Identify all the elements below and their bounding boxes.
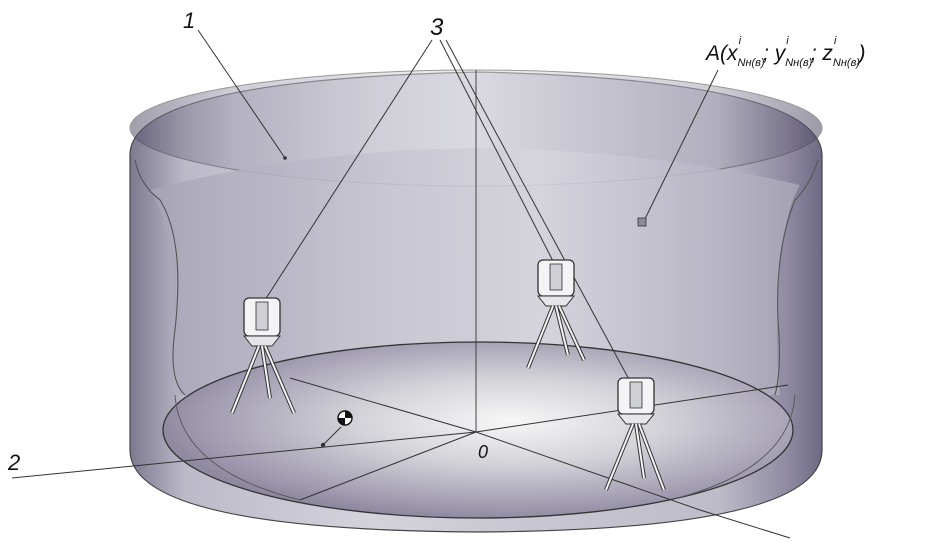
tank-floor [162, 341, 796, 519]
laser-scanner-icon [230, 297, 296, 414]
leader-line-1 [197, 29, 286, 159]
point-a-z-sub: Nн(в) [833, 57, 860, 69]
callout-label-3: 3 [430, 14, 444, 41]
point-a-coordinates: A(xNн(в)i; yNн(в)i; zNн(в)i) [704, 35, 865, 69]
point-a-z-sup: i [834, 35, 837, 47]
point-a-sep1: ; y [763, 42, 787, 65]
callout-label-1: 1 [183, 8, 195, 33]
laser-scanner-icon [526, 259, 586, 369]
point-a-x-sub: Nн(в) [738, 57, 765, 69]
point-a-x-sup: i [739, 35, 742, 47]
point-a-y-sub: Nн(в) [785, 57, 812, 69]
callout-label-2: 2 [7, 450, 20, 475]
target-sphere-icon [320, 410, 353, 448]
point-a-close: ) [855, 42, 865, 65]
leader-line-a [642, 69, 719, 224]
origin-label: 0 [478, 442, 488, 462]
point-a-y-sup: i [786, 35, 789, 47]
point-a-sep2: ; z [811, 42, 834, 65]
point-a-main: A(x [704, 42, 739, 65]
point-a-marker [637, 217, 647, 227]
leader-lines-3 [264, 39, 633, 386]
axis-lines [11, 70, 791, 539]
axis-2-line [11, 431, 477, 479]
laser-scanner-icon [604, 377, 666, 491]
